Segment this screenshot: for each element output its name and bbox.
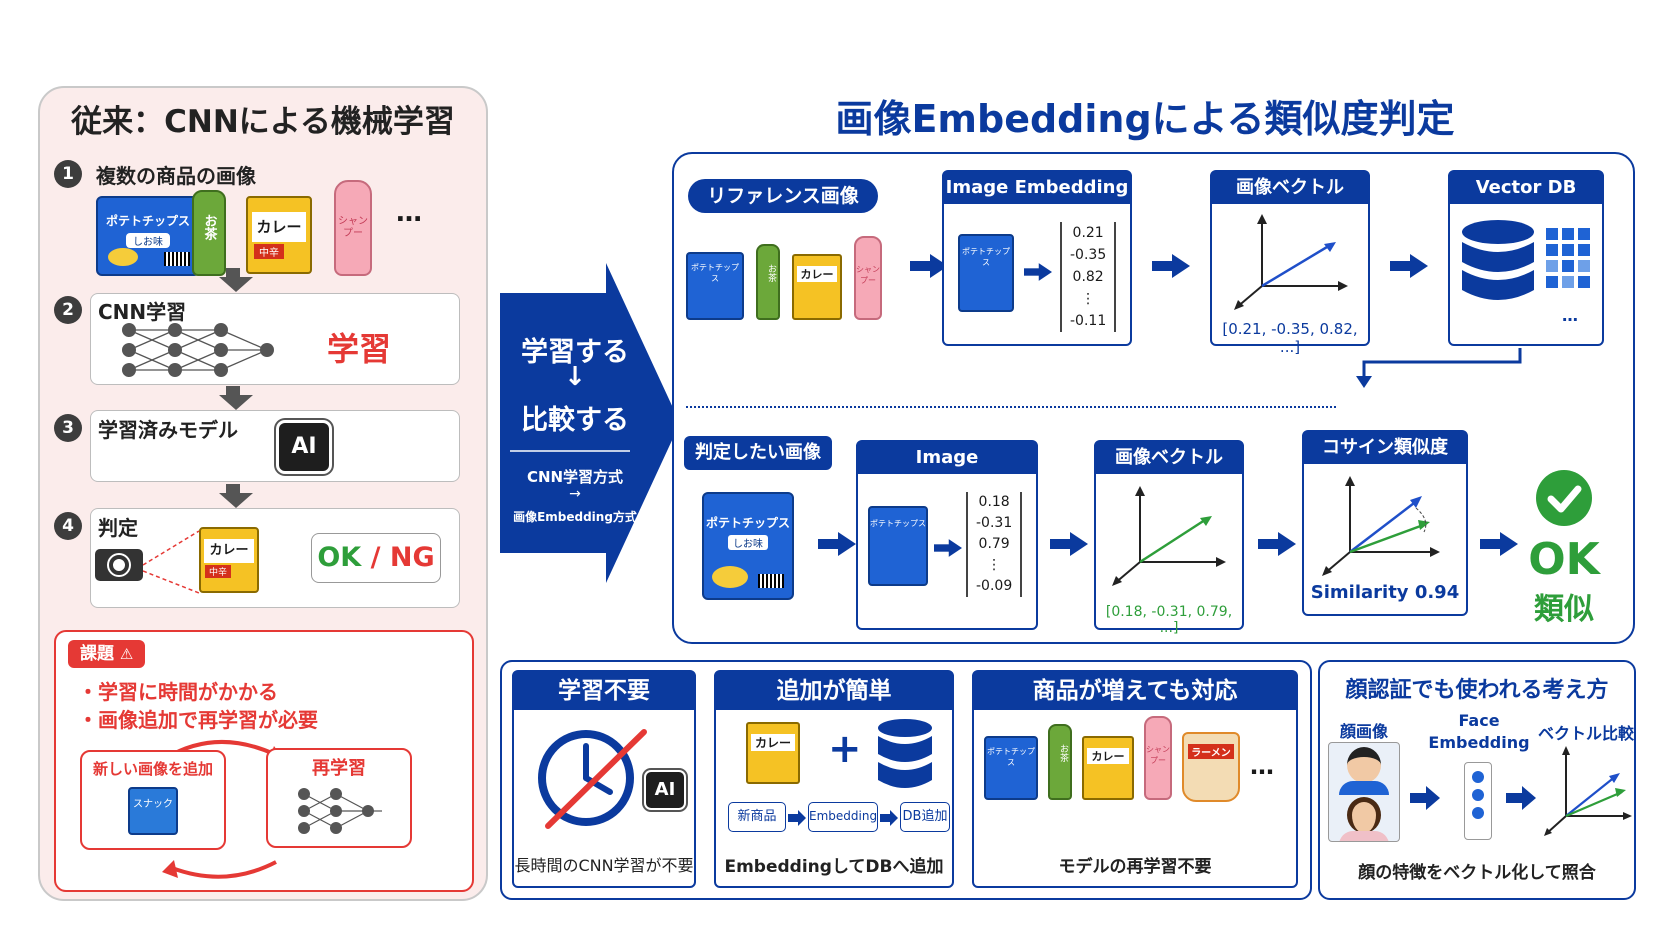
db-connector-arrow [1356, 348, 1522, 388]
reference-products: ポテトチップス お茶 カレー シャンプー [686, 236, 886, 324]
middle-sub-1: CNN学習方式 [526, 468, 624, 486]
middle-down-arrow: ↓ [564, 362, 586, 392]
benefit-easy-add: 追加が簡単 カレー + 新商品 Embedding DB追加 Embedding… [714, 670, 954, 888]
similarity-score: Similarity 0.94 [1310, 582, 1460, 603]
benefit-scalable-caption: モデルの再学習不要 [1058, 857, 1212, 877]
vector-db-card: Vector DB … [1448, 170, 1604, 346]
issue-point-2: ・画像追加で再学習が必要 [78, 708, 318, 732]
learn-label: 学習 [327, 330, 392, 368]
face-title: 顔認証でも使われる考え方 [1345, 678, 1609, 703]
issue-box: 課題 ⚠ ・学習に時間がかかる ・画像追加で再学習が必要 新しい画像を追加 スナ… [54, 630, 474, 892]
face-image-label: 顔画像 [1340, 722, 1389, 741]
face-caption: 顔の特徴をベクトル化して照合 [1358, 863, 1596, 883]
conventional-panel: 従来：CNNによる機械学習 1 複数の商品の画像 ポテトチップス しお味 お茶 … [38, 86, 488, 901]
middle-sub-2: 画像Embedding方式 [513, 510, 637, 524]
step-1-number: 1 [54, 160, 82, 188]
conventional-title: 従来：CNNによる機械学習 [71, 104, 455, 140]
potato-chips-image: ポテトチップス しお味 [96, 196, 200, 276]
middle-sub-arrow: → [569, 486, 581, 502]
cosine-vector-plot [1322, 476, 1440, 576]
curry-box-image: カレー 中辛 [246, 196, 312, 274]
reference-image-label: リファレンス画像 [688, 179, 878, 213]
scale-shampoo-image: シャンプー [1144, 716, 1172, 800]
embed-target-image: ポテトチップス [868, 506, 928, 586]
benefit-no-training-caption: 長時間のCNN学習が不要 [514, 856, 694, 875]
result-similar: 類似 [1534, 592, 1594, 627]
target-chips-image: ポテトチップス しお味 [702, 492, 794, 600]
step-3-label: 学習済みモデル [98, 418, 238, 442]
step-4-label: 判定 [98, 516, 138, 540]
scale-curry-image: カレー [1082, 736, 1134, 800]
benefit-scalable: 商品が増えても対応 ポテトチップス お茶 カレー シャンプー ラーメン … モデ… [972, 670, 1298, 888]
database-small-icon [878, 719, 932, 788]
target-image-label: 判定したい画像 [684, 436, 832, 470]
warning-icon: ⚠ [119, 645, 134, 663]
scale-chips-image: ポテトチップス [984, 736, 1038, 800]
ramen-cup-image: ラーメン [1182, 732, 1240, 802]
top-vector-card: 画像ベクトル [0.21, -0.35, 0.82, ...] [1210, 170, 1370, 356]
database-icon [1462, 220, 1590, 300]
step-1-label: 複数の商品の画像 [96, 164, 256, 188]
flow-new-product: 新商品 [728, 802, 786, 832]
more-products-ellipsis: … [396, 198, 422, 228]
retrain-box: 再学習 [266, 748, 412, 848]
bottom-vector-plot [1112, 486, 1226, 586]
main-title: 画像Embeddingによる類似度判定 [835, 97, 1455, 141]
step-2-label: CNN学習 [98, 300, 187, 324]
vector-compare-label: ベクトル比較 [1537, 724, 1634, 743]
benefit-no-training: 学習不要 AI 長時間のCNN学習が不要 [512, 670, 696, 888]
cnn-training-box: 学習 [90, 293, 460, 385]
ai-chip-icon: AI [279, 423, 329, 471]
embedding-panel: リファレンス画像 ポテトチップス お茶 カレー シャンプー Image Embe… [672, 152, 1635, 644]
issue-point-1: ・学習に時間がかかる [78, 680, 278, 704]
snack-image: スナック [128, 787, 178, 835]
flow-db-add: DB追加 [900, 802, 950, 832]
top-vector-plot [1234, 214, 1348, 310]
curry-target-image: カレー 中辛 [199, 527, 259, 593]
face-vector-icon [1464, 762, 1492, 840]
trained-model-box: AI [90, 410, 460, 482]
clock-icon [538, 729, 647, 829]
add-image-box: 新しい画像を追加 スナック [80, 750, 226, 850]
embed-chips-image: ポテトチップス [958, 234, 1014, 312]
cosine-similarity-card: コサイン類似度 Similarity 0.94 [1302, 430, 1468, 616]
ok-ng-result: OK / NG [311, 533, 441, 583]
judgement-box: カレー 中辛 OK / NG [90, 508, 460, 608]
step-3-number: 3 [54, 414, 82, 442]
flow-embedding: Embedding [808, 802, 878, 832]
tea-bottle-image: お茶 [192, 190, 226, 276]
big-transition-arrow [500, 263, 680, 583]
face-compare-plot [1544, 746, 1632, 836]
ai-chip-small-icon: AI [646, 772, 684, 808]
result-ok: OK [1528, 534, 1600, 585]
issue-tag: 課題 ⚠ [68, 640, 146, 668]
middle-line-2: 比較する [521, 405, 629, 436]
bottom-vector-caption: [0.18, -0.31, 0.79, ...] [1105, 604, 1233, 636]
benefit-easy-add-caption: EmbeddingしてDBへ追加 [724, 857, 944, 877]
camera-icon [95, 549, 143, 581]
middle-line-1: 学習する [521, 337, 629, 368]
scale-ellipsis: … [1250, 752, 1274, 780]
neural-network-icon [122, 323, 274, 377]
step-2-number: 2 [54, 296, 82, 324]
shampoo-bottle-image: シャンプー [334, 180, 372, 276]
db-ellipsis: … [1562, 306, 1578, 325]
step-4-number: 4 [54, 512, 82, 540]
curry-add-image: カレー [746, 722, 800, 784]
retrain-network-icon [298, 788, 382, 834]
scale-tea-image: お茶 [1048, 724, 1072, 800]
row-divider [686, 406, 1336, 408]
bottom-vector-card: 画像ベクトル [0.18, -0.31, 0.79, ...] [1094, 440, 1244, 636]
check-icon [1536, 470, 1592, 526]
top-vector-caption: [0.21, -0.35, 0.82, ...] [1222, 320, 1358, 356]
plus-icon: + [828, 726, 862, 772]
face-images [1328, 742, 1400, 842]
